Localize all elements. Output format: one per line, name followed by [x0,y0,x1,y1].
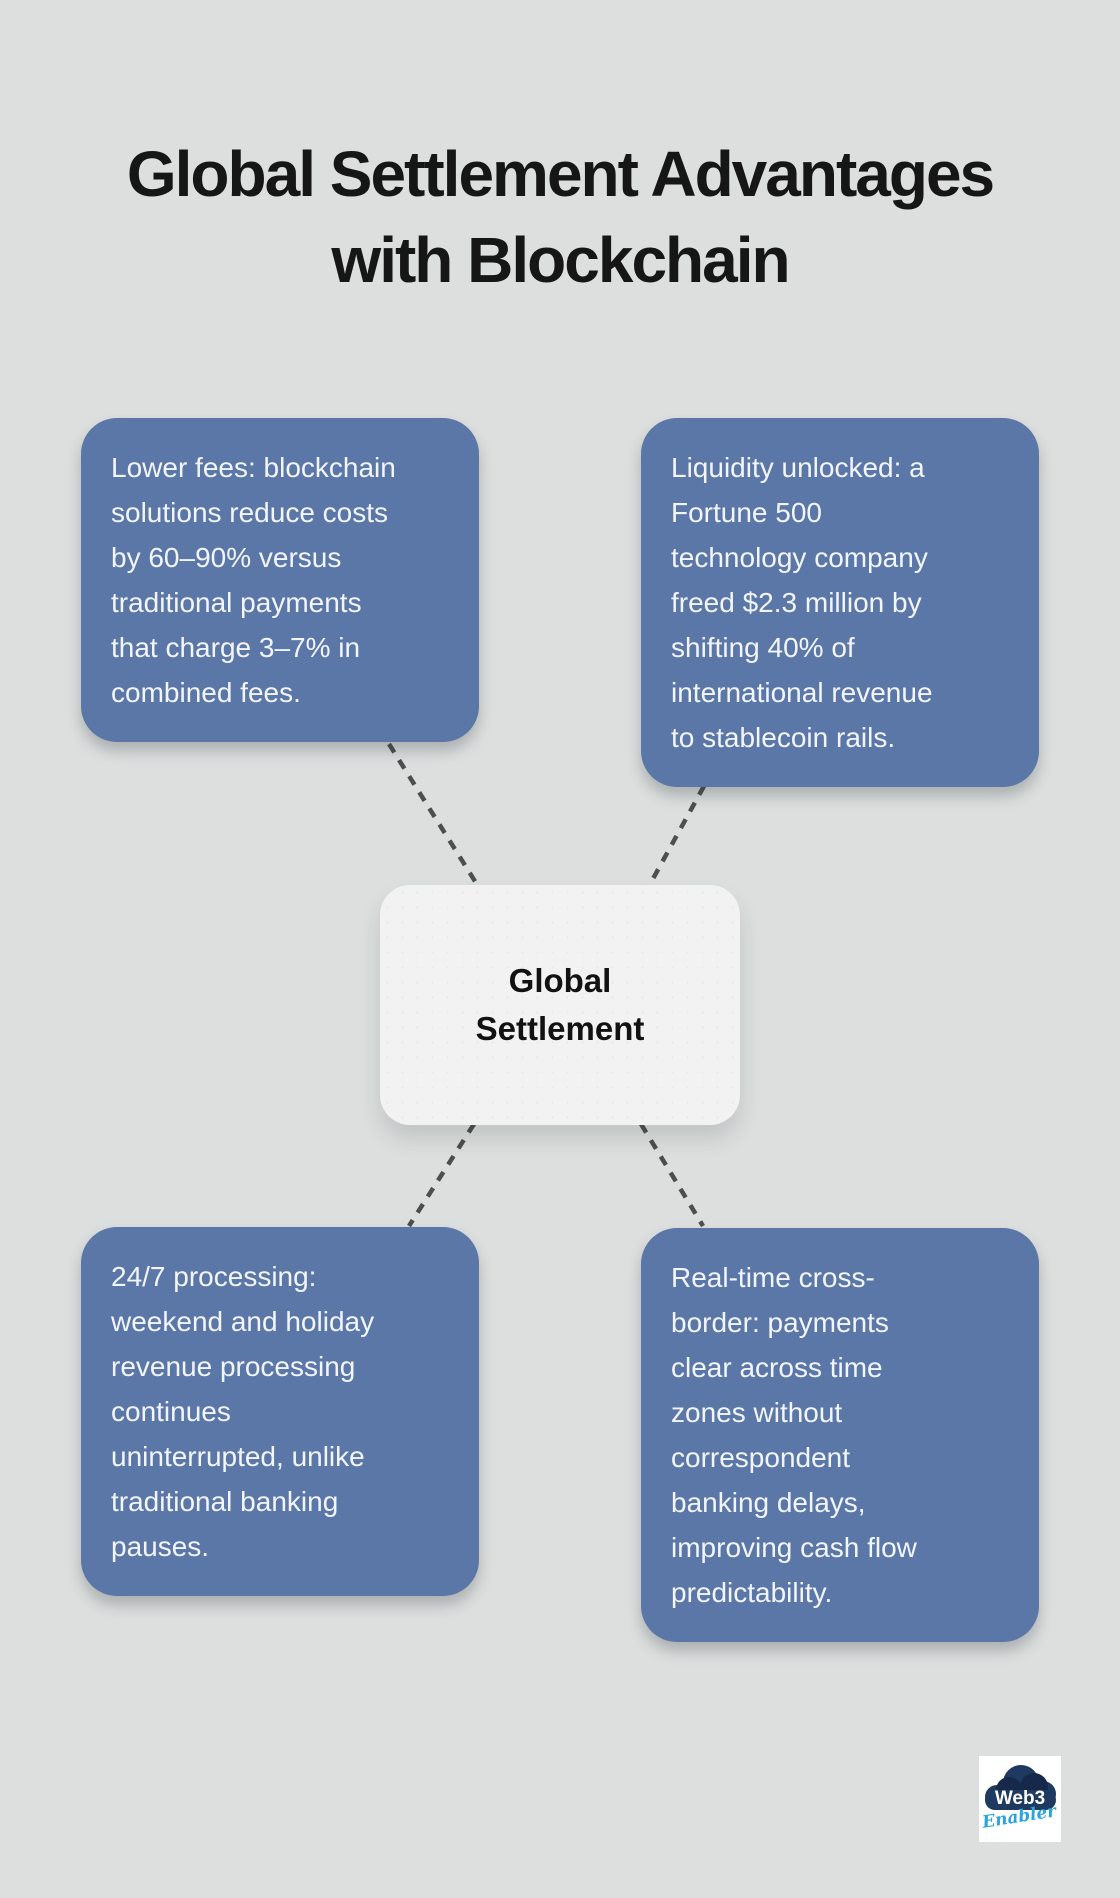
card-lower-fees: Lower fees: blockchain solutions reduce … [81,418,479,742]
logo-word-web3: Web3 [995,1788,1045,1809]
connector-top-right [647,784,706,888]
card-realtime-cross-border: Real-time cross- border: payments clear … [641,1228,1039,1642]
central-node-label: Global Settlement [475,962,645,1047]
page-title: Global Settlement Advantages with Blockc… [126,137,995,296]
card-liquidity-unlocked: Liquidity unlocked: a Fortune 500 techno… [641,418,1039,787]
central-node: Global Settlement [380,885,740,1125]
card-247-processing: 24/7 processing: weekend and holiday rev… [81,1227,479,1596]
connector-top-left [387,742,480,888]
connector-bottom-left [407,1122,476,1228]
cloud-logo-icon: Web3 Enabler [980,1765,1059,1833]
connector-bottom-right [639,1122,705,1228]
web3-enabler-logo: Web3 Enabler [979,1756,1061,1842]
